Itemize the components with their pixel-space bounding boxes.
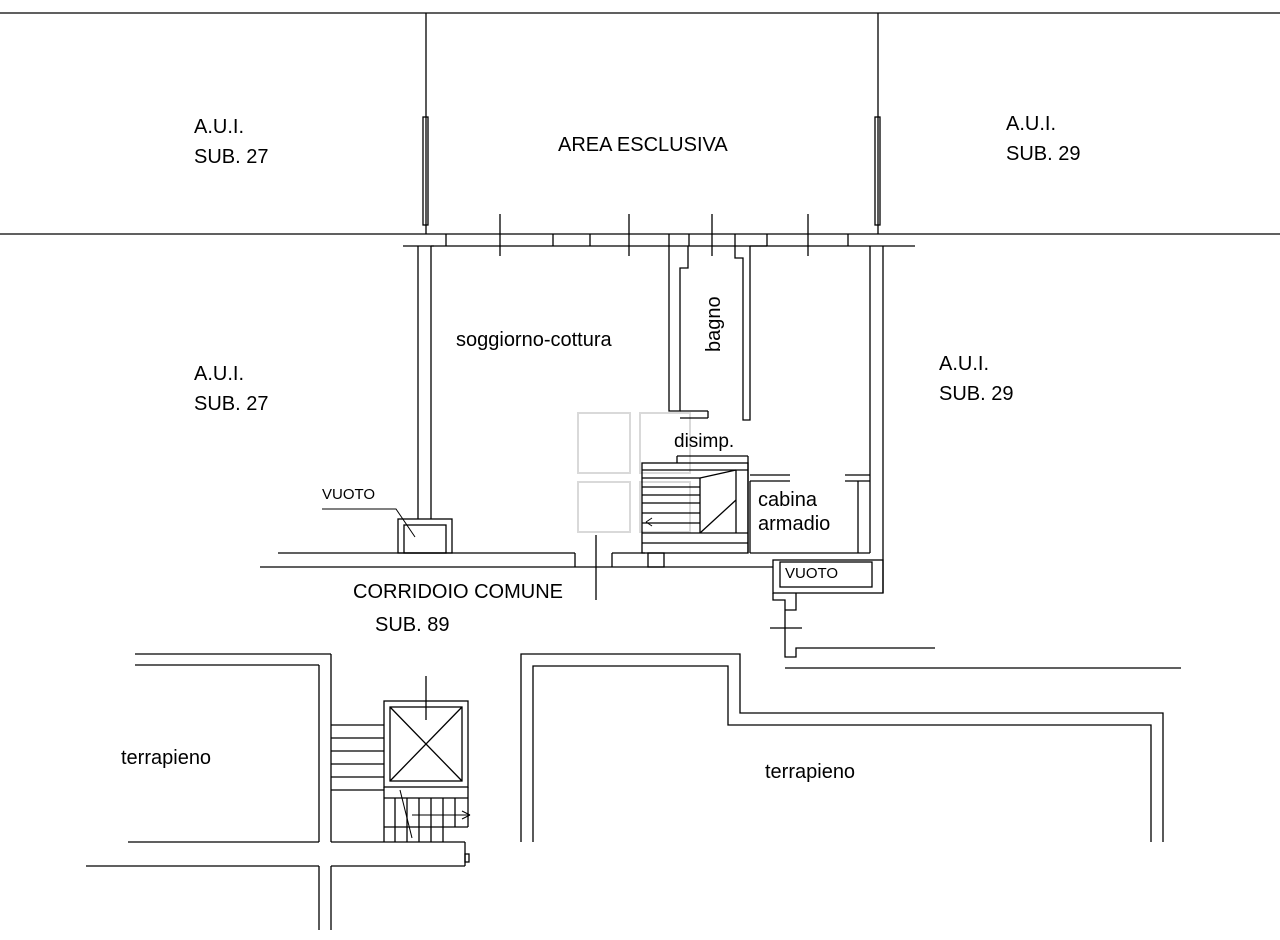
aui-top-left-line1: A.U.I. [194,116,245,138]
terrapieno-left-label: terrapieno [121,747,212,769]
bagno-walls [668,245,767,421]
terrapieno-right-label: terrapieno [765,761,856,783]
terrapieno-right-walls [520,653,1164,842]
aui-mid-left-line1: A.U.I. [194,363,245,385]
room-bagno: bagno [703,296,725,352]
area-esclusiva-band [0,12,1280,235]
apartment-walls [260,214,915,600]
vuoto-right-shaft [770,559,1181,669]
aui-mid-left-line2: SUB. 27 [194,393,269,415]
common-stairwell [331,676,471,867]
aui-top-left-line2: SUB. 27 [194,146,269,168]
vuoto-left-label: VUOTO [322,486,376,503]
aui-mid-right-line1: A.U.I. [939,353,990,375]
room-disimpegno: disimp. [674,431,735,452]
aui-top-right-line1: A.U.I. [1006,113,1057,135]
cabina-walls [676,455,870,553]
area-esclusiva-label: AREA ESCLUSIVA [558,134,728,156]
corridoio-comune-label: CORRIDOIO COMUNE [353,581,563,603]
internal-stairs [641,462,749,554]
room-soggiorno-cottura: soggiorno-cottura [456,329,612,351]
corridoio-sub-label: SUB. 89 [375,614,450,636]
watermark-logo [577,412,691,533]
aui-mid-right-line2: SUB. 29 [939,383,1014,405]
room-cabina-line2: armadio [758,513,831,535]
vuoto-left-shaft [322,508,453,554]
vuoto-right-label: VUOTO [785,565,839,582]
room-cabina-line1: cabina [758,489,817,511]
terrapieno-left-walls [86,653,332,930]
aui-top-right-line2: SUB. 29 [1006,143,1081,165]
